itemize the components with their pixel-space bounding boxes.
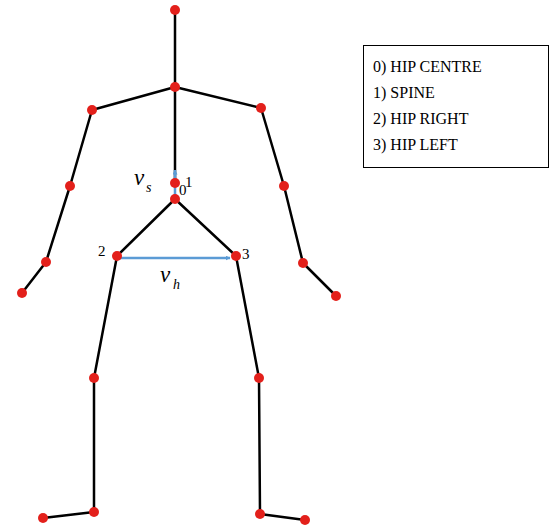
joint-number: 0 xyxy=(179,183,187,198)
bone-lines xyxy=(22,10,336,520)
legend-entry: 1) SPINE xyxy=(373,80,536,106)
vector-subscript: s xyxy=(146,181,151,195)
legend-entry: 0) HIP CENTRE xyxy=(373,54,536,80)
joint-dots xyxy=(17,5,341,525)
vector-symbol: v xyxy=(160,263,170,286)
joint-number: 3 xyxy=(242,247,250,262)
joint-number: 2 xyxy=(98,244,106,259)
legend-entry: 3) HIP LEFT xyxy=(373,132,536,158)
legend-entry: 2) HIP RIGHT xyxy=(373,106,536,132)
legend-box: 0) HIP CENTRE1) SPINE2) HIP RIGHT3) HIP … xyxy=(363,45,549,168)
vector-subscript: h xyxy=(173,278,180,292)
vector-symbol: v xyxy=(134,166,144,189)
